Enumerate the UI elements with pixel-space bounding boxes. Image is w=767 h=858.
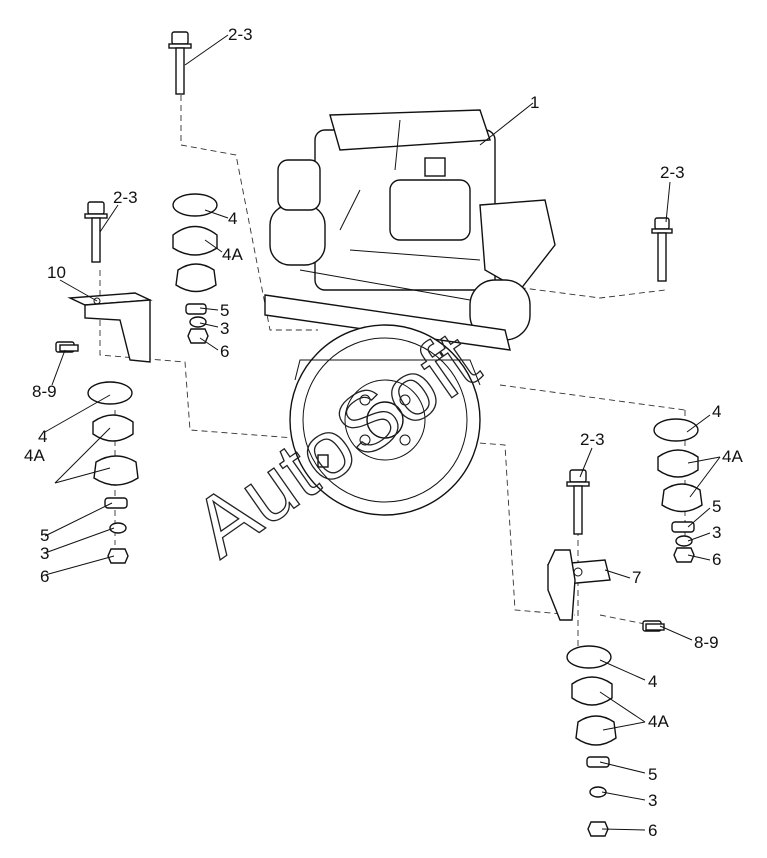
callout-labels: 1 2-3 2-3 2-3 2-3 10 7 8-9 8-9 4 4A 5 3 …	[24, 25, 743, 840]
callout-bracket-left: 10	[47, 263, 66, 282]
callout-c-cushion: 4	[712, 402, 721, 421]
mount-stack-d	[566, 645, 617, 837]
callout-bracket-right: 7	[632, 568, 641, 587]
leader-lines	[44, 34, 721, 831]
callout-d-nut: 6	[648, 821, 657, 840]
callout-pin-right: 8-9	[694, 633, 719, 652]
pin-left	[55, 341, 79, 353]
callout-engine: 1	[530, 93, 539, 112]
bolt-c	[651, 217, 673, 282]
callout-d-mount: 4A	[648, 712, 669, 731]
callout-bolt-d: 2-3	[580, 430, 605, 449]
bolt-a	[168, 31, 192, 95]
callout-d-washer2: 3	[648, 791, 657, 810]
callout-c-washer: 5	[712, 497, 721, 516]
callout-bolt-c: 2-3	[660, 163, 685, 182]
callout-b-nut: 6	[40, 567, 49, 586]
engine-assembly	[264, 109, 556, 516]
callout-b-mount: 4A	[24, 446, 45, 465]
bracket-right	[547, 549, 611, 621]
callout-b-cushion: 4	[38, 427, 47, 446]
mount-stack-b	[87, 381, 139, 564]
callout-pin-left: 8-9	[32, 382, 57, 401]
callout-c-nut: 6	[712, 550, 721, 569]
bolt-b	[84, 201, 108, 263]
callout-b-washer: 5	[40, 526, 49, 545]
callout-bolt-b: 2-3	[113, 188, 138, 207]
callout-a-cushion: 4	[228, 209, 237, 228]
bracket-left	[67, 292, 153, 363]
callout-d-cushion: 4	[648, 672, 657, 691]
callout-c-mount: 4A	[722, 447, 743, 466]
callout-b-washer2: 3	[40, 544, 49, 563]
callout-a-mount: 4A	[222, 245, 243, 264]
callout-a-nut: 6	[220, 342, 229, 361]
bolt-d	[566, 469, 590, 535]
callout-d-washer: 5	[648, 765, 657, 784]
callout-a-washer2: 3	[220, 319, 229, 338]
mount-stack-a	[172, 193, 218, 344]
callout-bolt-a: 2-3	[228, 25, 253, 44]
mount-stack-c	[653, 418, 703, 563]
callout-a-washer: 5	[220, 301, 229, 320]
callout-c-washer2: 3	[712, 523, 721, 542]
